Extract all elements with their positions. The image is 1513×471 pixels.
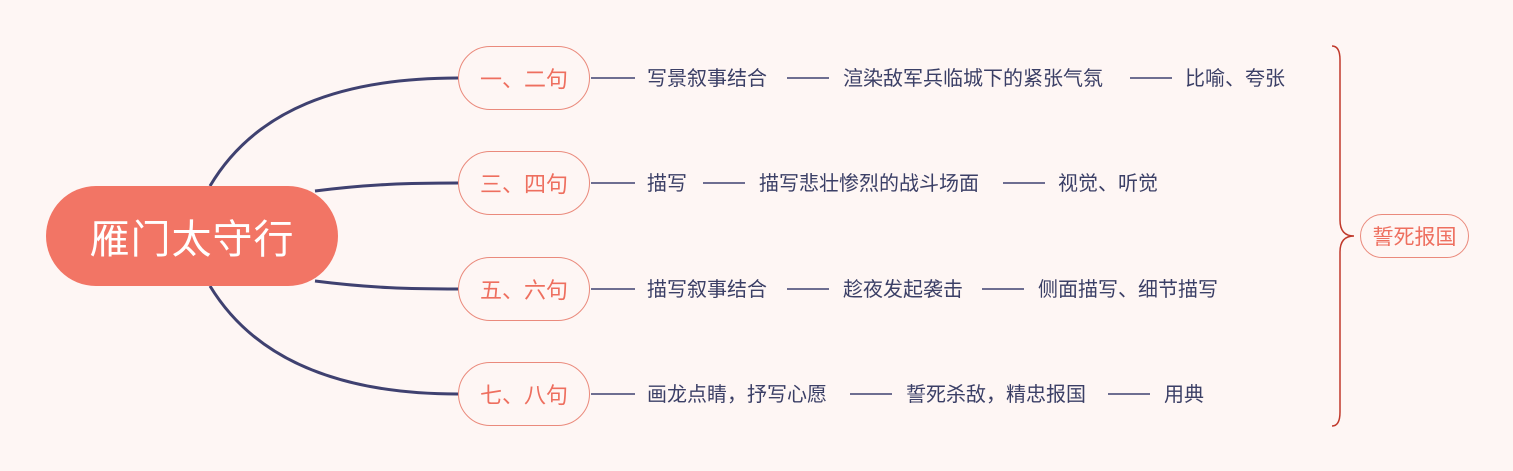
summary-topic[interactable]: 誓死报国	[1360, 214, 1469, 258]
leaf-content[interactable]: 誓死杀敌，精忠报国	[906, 382, 1086, 406]
root-topic[interactable]: 雁门太守行	[46, 186, 338, 286]
leaf-device[interactable]: 比喻、夸张	[1185, 66, 1285, 90]
leaf-technique[interactable]: 画龙点睛，抒写心愿	[647, 382, 827, 406]
branch-lines-1-2[interactable]: 一、二句	[458, 46, 590, 110]
leaf-technique[interactable]: 描写叙事结合	[647, 277, 767, 301]
leaf-technique[interactable]: 写景叙事结合	[647, 66, 767, 90]
leaf-connectors	[591, 77, 1172, 395]
leaf-content[interactable]: 描写悲壮惨烈的战斗场面	[759, 171, 979, 195]
leaf-technique[interactable]: 描写	[647, 171, 687, 195]
branch-lines-3-4[interactable]: 三、四句	[458, 151, 590, 215]
connector-branch-2	[314, 181, 459, 193]
leaf-device[interactable]: 视觉、听觉	[1058, 171, 1158, 195]
leaf-content[interactable]: 趁夜发起袭击	[843, 277, 963, 301]
connector-branch-3	[314, 279, 459, 291]
branch-lines-7-8[interactable]: 七、八句	[458, 362, 590, 426]
connector-branch-4	[208, 285, 459, 396]
connector-branch-1	[208, 76, 459, 187]
leaf-device[interactable]: 侧面描写、细节描写	[1038, 277, 1218, 301]
leaf-content[interactable]: 渲染敌军兵临城下的紧张气氛	[843, 66, 1103, 90]
leaf-device[interactable]: 用典	[1164, 382, 1204, 406]
summary-brace	[1331, 45, 1355, 427]
branch-lines-5-6[interactable]: 五、六句	[458, 257, 590, 321]
